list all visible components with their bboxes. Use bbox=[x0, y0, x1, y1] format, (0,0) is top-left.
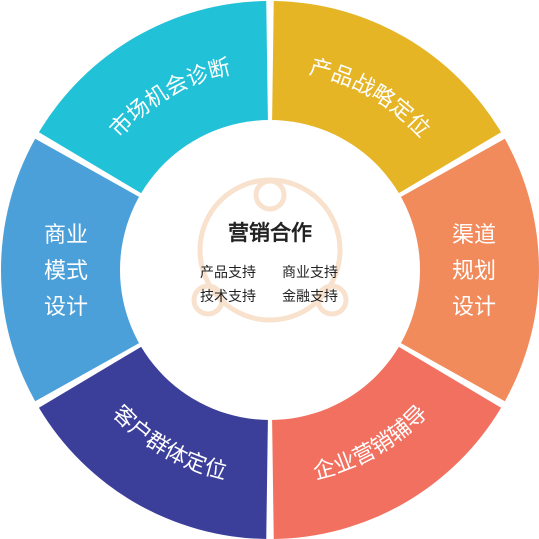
segment-channel-planning bbox=[383, 138, 539, 402]
segment-label-business-model-line-1: 模式 bbox=[44, 259, 88, 284]
center-hub bbox=[120, 120, 420, 420]
segment-label-channel-planning-line-1: 规划 bbox=[452, 259, 496, 284]
segment-business-model bbox=[1, 138, 157, 402]
center-item-product-support: 产品支持 bbox=[200, 265, 256, 281]
segment-label-business-model-line-0: 商业 bbox=[44, 223, 88, 248]
center-title: 营销合作 bbox=[228, 221, 312, 245]
segment-label-channel-planning-line-2: 设计 bbox=[452, 295, 496, 320]
center-item-business-support: 商业支持 bbox=[282, 265, 338, 281]
segment-label-channel-planning-line-0: 渠道 bbox=[452, 223, 496, 248]
center-item-finance-support: 金融支持 bbox=[282, 289, 338, 305]
center-watermark-icon bbox=[191, 177, 349, 323]
center-item-tech-support: 技术支持 bbox=[200, 289, 256, 305]
segment-label-business-model-line-2: 设计 bbox=[44, 295, 88, 320]
